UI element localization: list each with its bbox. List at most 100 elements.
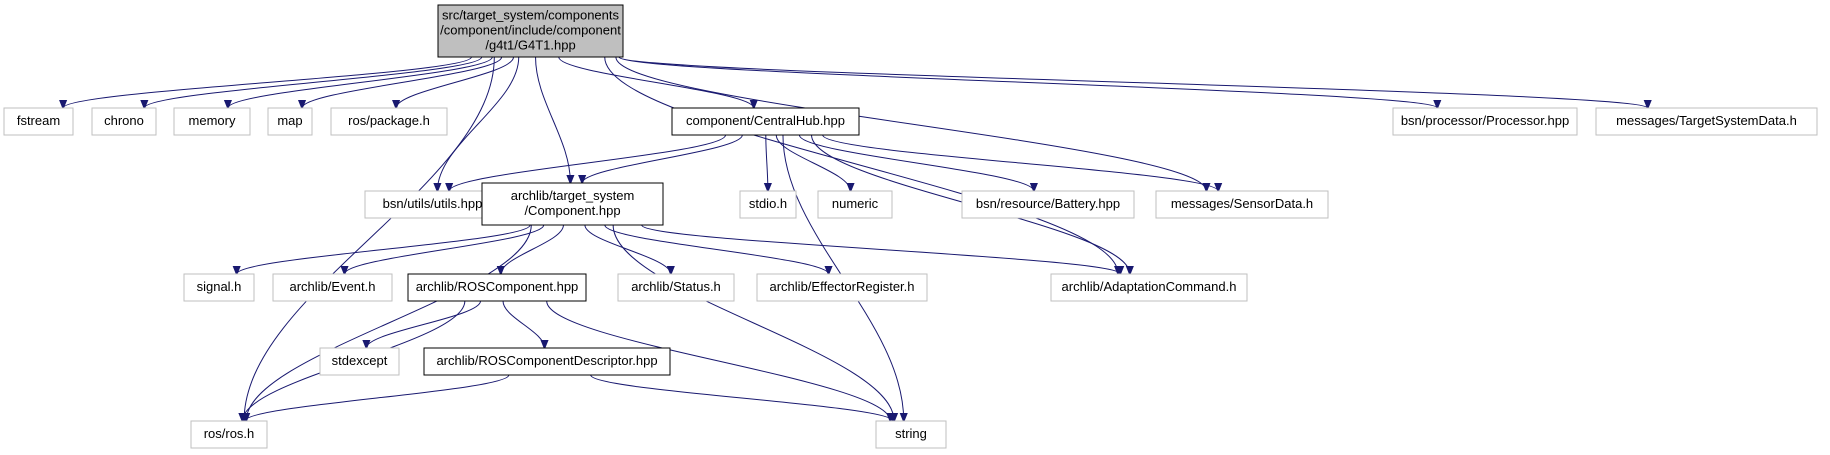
edge-component-to-adaptation bbox=[641, 224, 1120, 274]
node-root-label-0: src/target_system/components bbox=[442, 8, 620, 23]
node-utils-box bbox=[364, 190, 501, 219]
node-ros-box bbox=[190, 420, 268, 449]
node-event-label-0: archlib/Event.h bbox=[290, 279, 376, 294]
node-ros: ros/ros.h bbox=[190, 420, 268, 449]
node-root[interactable]: src/target_system/components/component/i… bbox=[437, 4, 624, 58]
node-roscomponent-label-0: archlib/ROSComponent.hpp bbox=[416, 279, 579, 294]
node-targetsystemdata-box bbox=[1595, 107, 1818, 136]
node-status-label-0: archlib/Status.h bbox=[631, 279, 721, 294]
edge-component-to-roscomponent bbox=[501, 224, 564, 274]
edge-root-to-memory bbox=[228, 56, 493, 108]
node-battery-label-0: bsn/resource/Battery.hpp bbox=[976, 196, 1120, 211]
edge-component-to-status bbox=[584, 224, 671, 274]
node-root-box bbox=[437, 4, 624, 58]
edge-component-to-event bbox=[345, 224, 545, 274]
edge-centralhub-to-stdio bbox=[766, 134, 768, 191]
node-roscomponent-box bbox=[407, 273, 587, 302]
node-processor-label-0: bsn/processor/Processor.hpp bbox=[1401, 113, 1569, 128]
node-root-label-2: /g4t1/G4T1.hpp bbox=[485, 38, 575, 53]
node-battery-box bbox=[961, 190, 1135, 219]
node-component-box bbox=[481, 182, 664, 226]
node-processor: bsn/processor/Processor.hpp bbox=[1392, 107, 1578, 136]
node-stdexcept-label-0: stdexcept bbox=[332, 353, 388, 368]
edge-root-to-chrono bbox=[144, 56, 483, 108]
node-chrono-label-0: chrono bbox=[104, 113, 144, 128]
node-component[interactable]: archlib/target_system/Component.hpp bbox=[481, 182, 664, 226]
edge-centralhub-to-sensordata bbox=[822, 134, 1218, 191]
edge-root-to-utils bbox=[437, 56, 520, 191]
node-sensordata-box bbox=[1155, 190, 1329, 219]
node-fstream: fstream bbox=[3, 107, 74, 136]
node-roscomponent[interactable]: archlib/ROSComponent.hpp bbox=[407, 273, 587, 302]
node-root-label-1: /component/include/component bbox=[440, 23, 621, 38]
edge-root-to-map bbox=[302, 56, 503, 108]
edge-component-to-ros bbox=[246, 224, 532, 421]
edge-component-to-string bbox=[612, 224, 894, 421]
node-fstream-label-0: fstream bbox=[17, 113, 60, 128]
node-map-label-0: map bbox=[277, 113, 302, 128]
edge-centralhub-to-component bbox=[582, 134, 743, 183]
edge-root-to-fstream bbox=[63, 56, 472, 108]
node-utils: bsn/utils/utils.hpp bbox=[364, 190, 501, 219]
edge-root-to-ros bbox=[244, 56, 495, 421]
edge-root-to-sensordata bbox=[615, 56, 1207, 191]
edge-root-to-centralhub bbox=[558, 56, 754, 108]
edge-root-to-ros_package bbox=[396, 56, 515, 108]
node-stdio-box bbox=[739, 190, 797, 219]
node-event-box bbox=[272, 273, 393, 302]
node-numeric-box bbox=[817, 190, 893, 219]
node-effector-box bbox=[756, 273, 928, 302]
edge-root-to-component bbox=[535, 56, 571, 183]
edge-root-to-processor bbox=[618, 56, 1437, 108]
node-component-label-1: /Component.hpp bbox=[524, 203, 620, 218]
node-descriptor[interactable]: archlib/ROSComponentDescriptor.hpp bbox=[423, 347, 671, 376]
node-effector: archlib/EffectorRegister.h bbox=[756, 273, 928, 302]
node-fstream-box bbox=[3, 107, 74, 136]
node-component-label-0: archlib/target_system bbox=[511, 188, 635, 203]
edge-descriptor-to-ros bbox=[245, 374, 510, 421]
node-sensordata-label-0: messages/SensorData.h bbox=[1171, 196, 1313, 211]
node-ros_package: ros/package.h bbox=[330, 107, 448, 136]
node-numeric: numeric bbox=[817, 190, 893, 219]
node-stdio: stdio.h bbox=[739, 190, 797, 219]
node-signal: signal.h bbox=[183, 273, 255, 302]
node-centralhub-label-0: component/CentralHub.hpp bbox=[686, 113, 845, 128]
node-centralhub[interactable]: component/CentralHub.hpp bbox=[671, 107, 860, 136]
node-status: archlib/Status.h bbox=[617, 273, 735, 302]
node-targetsystemdata-label-0: messages/TargetSystemData.h bbox=[1616, 113, 1797, 128]
edge-roscomponent-to-string bbox=[546, 300, 891, 421]
edge-roscomponent-to-descriptor bbox=[502, 300, 545, 348]
edge-component-to-signal bbox=[237, 224, 531, 274]
node-memory-label-0: memory bbox=[189, 113, 236, 128]
node-map: map bbox=[267, 107, 313, 136]
node-targetsystemdata: messages/TargetSystemData.h bbox=[1595, 107, 1818, 136]
edge-root-to-adaptation bbox=[604, 56, 1118, 274]
node-event: archlib/Event.h bbox=[272, 273, 393, 302]
node-descriptor-label-0: archlib/ROSComponentDescriptor.hpp bbox=[436, 353, 657, 368]
node-stdexcept-box bbox=[319, 347, 400, 376]
node-signal-box bbox=[183, 273, 255, 302]
edge-centralhub-to-numeric bbox=[775, 134, 850, 191]
node-stdio-label-0: stdio.h bbox=[749, 196, 787, 211]
node-adaptation-box bbox=[1050, 273, 1248, 302]
node-map-box bbox=[267, 107, 313, 136]
node-string-label-0: string bbox=[895, 426, 927, 441]
node-centralhub-box bbox=[671, 107, 860, 136]
edge-root-to-targetsystemdata bbox=[618, 56, 1648, 108]
node-sensordata: messages/SensorData.h bbox=[1155, 190, 1329, 219]
dependency-nodes: src/target_system/components/component/i… bbox=[3, 4, 1818, 449]
node-string-box bbox=[875, 420, 947, 449]
edge-centralhub-to-battery bbox=[798, 134, 1033, 191]
node-chrono-box bbox=[91, 107, 157, 136]
edge-descriptor-to-string bbox=[590, 374, 893, 421]
node-adaptation-label-0: archlib/AdaptationCommand.h bbox=[1062, 279, 1237, 294]
node-effector-label-0: archlib/EffectorRegister.h bbox=[770, 279, 915, 294]
node-battery: bsn/resource/Battery.hpp bbox=[961, 190, 1135, 219]
node-ros_package-label-0: ros/package.h bbox=[348, 113, 430, 128]
node-adaptation: archlib/AdaptationCommand.h bbox=[1050, 273, 1248, 302]
edge-centralhub-to-utils bbox=[449, 134, 727, 191]
node-stdexcept: stdexcept bbox=[319, 347, 400, 376]
node-numeric-label-0: numeric bbox=[832, 196, 879, 211]
node-ros-label-0: ros/ros.h bbox=[204, 426, 255, 441]
